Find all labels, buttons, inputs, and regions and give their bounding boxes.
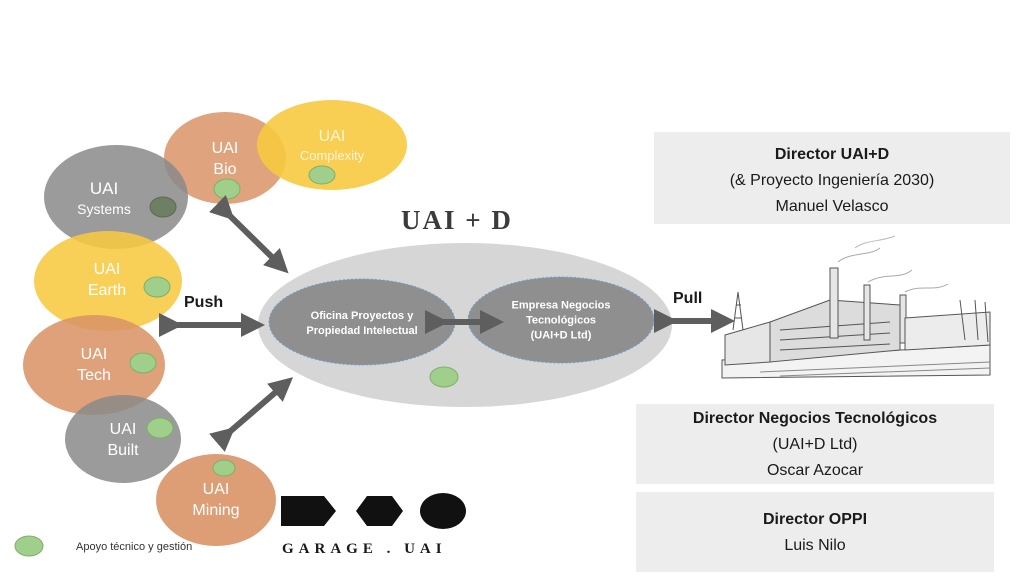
director-oppi-name: Luis Nilo bbox=[784, 537, 846, 554]
garage-logo bbox=[281, 493, 466, 529]
garage-text: GARAGE . UAI bbox=[282, 541, 447, 557]
oficina-line2: Propiedad Intelectual bbox=[306, 325, 418, 337]
legend-dot bbox=[14, 535, 44, 557]
unit-bio-label: UAI Bio bbox=[212, 139, 239, 181]
director-negocios-role: Director Negocios Tecnológicos bbox=[692, 410, 938, 427]
director-negocios-sub: (UAI+D Ltd) bbox=[772, 436, 858, 453]
director-uaid-name: Manuel Velasco bbox=[775, 198, 889, 215]
unit-complexity-line1: UAI bbox=[318, 128, 346, 146]
support-dot bbox=[429, 366, 459, 388]
uaid-title: UAI + D bbox=[401, 205, 513, 235]
unit-mining-line2: Mining bbox=[192, 502, 240, 519]
unit-built-circle bbox=[65, 395, 181, 483]
support-dot bbox=[149, 196, 177, 218]
empresa-line2: Tecnológicos bbox=[525, 314, 597, 327]
unit-complexity-label: UAI Complexity bbox=[300, 127, 364, 165]
director-negocios-box: Director Negocios Tecnológicos (UAI+D Lt… bbox=[636, 404, 994, 484]
bidirectional-arrows bbox=[159, 195, 735, 452]
push-label: Push bbox=[184, 294, 224, 311]
unit-complexity-line2: Complexity bbox=[299, 147, 365, 163]
pull-label: Pull bbox=[673, 290, 703, 307]
empresa-line3: (UAI+D Ltd) bbox=[530, 329, 592, 342]
director-uaid-box: Director UAI+D (& Proyecto Ingeniería 20… bbox=[654, 132, 1010, 224]
unit-systems-circle bbox=[44, 145, 188, 249]
unit-bio-circle bbox=[164, 112, 286, 204]
support-dot bbox=[143, 276, 171, 298]
director-negocios-name: Oscar Azocar bbox=[766, 462, 864, 479]
unit-earth-line1: UAI bbox=[93, 261, 121, 279]
unit-tech-circle bbox=[23, 315, 165, 415]
director-oppi-box: Director OPPI Luis Nilo bbox=[636, 492, 994, 572]
unit-built-label: UAI Built bbox=[107, 420, 138, 462]
unit-earth-line2: Earth bbox=[87, 282, 127, 299]
unit-mining-line1: UAI bbox=[202, 481, 230, 499]
oficina-label: Oficina Proyectos y Propiedad Intelectua… bbox=[306, 309, 417, 339]
empresa-line1: Empresa Negocios bbox=[511, 299, 611, 312]
unit-earth-label: UAI Earth bbox=[88, 260, 126, 302]
director-uaid-sub: (& Proyecto Ingeniería 2030) bbox=[729, 172, 935, 189]
unit-tech-line1: UAI bbox=[80, 346, 108, 364]
support-dot bbox=[212, 459, 236, 477]
factory-illustration bbox=[721, 235, 991, 379]
unit-earth-circle bbox=[34, 231, 182, 331]
unit-bio-line2: Bio bbox=[213, 161, 237, 178]
support-dot bbox=[308, 165, 336, 185]
unit-mining-label: UAI Mining bbox=[192, 480, 239, 522]
unit-tech-label: UAI Tech bbox=[77, 345, 111, 387]
unit-built-line1: UAI bbox=[109, 421, 137, 439]
unit-bio-line1: UAI bbox=[211, 140, 239, 158]
director-oppi-role: Director OPPI bbox=[762, 511, 868, 528]
support-dot bbox=[146, 417, 174, 439]
unit-mining-circle bbox=[156, 454, 276, 546]
unit-systems-line2: Systems bbox=[77, 200, 131, 217]
unit-tech-line2: Tech bbox=[77, 367, 111, 384]
unit-complexity-circle bbox=[257, 100, 407, 190]
unit-systems-label: UAI Systems bbox=[77, 178, 131, 218]
unit-built-line2: Built bbox=[107, 442, 139, 459]
oficina-line1: Oficina Proyectos y bbox=[310, 310, 414, 323]
support-dot bbox=[129, 352, 157, 374]
unit-systems-line1: UAI bbox=[89, 178, 119, 198]
legend-text: Apoyo técnico y gestión bbox=[76, 541, 193, 553]
director-uaid-role: Director UAI+D bbox=[774, 146, 890, 163]
support-dot bbox=[213, 178, 241, 200]
empresa-label: Empresa Negocios Tecnológicos (UAI+D Ltd… bbox=[511, 299, 610, 344]
